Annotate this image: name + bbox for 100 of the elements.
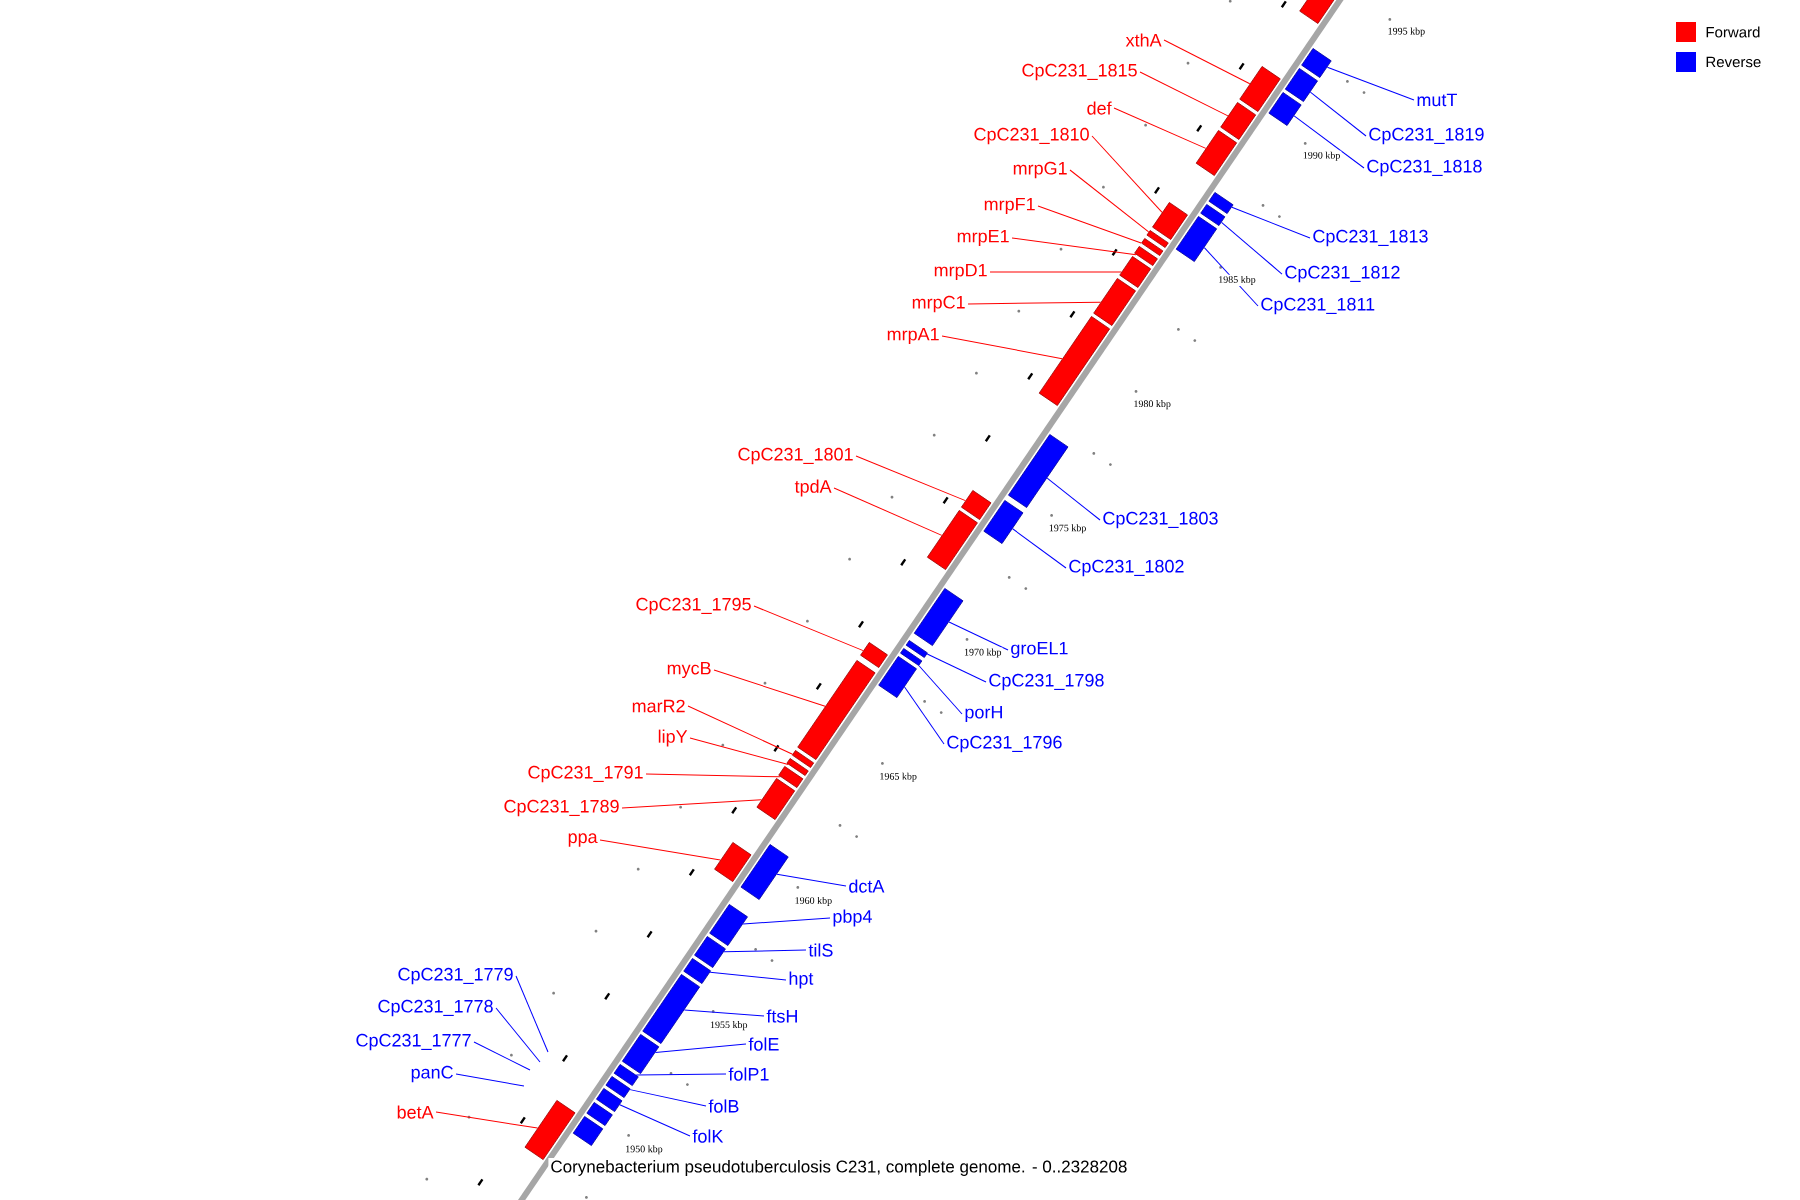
leader-line <box>713 669 826 707</box>
leader-line <box>435 1111 539 1129</box>
leader-line <box>1011 237 1137 256</box>
gene-label: mrpE1 <box>957 229 1009 247</box>
gene-label: mrpF1 <box>984 197 1035 215</box>
gene-block <box>1268 92 1302 126</box>
gene-label: CpC231_1818 <box>1367 159 1482 177</box>
leader-line <box>948 621 1009 651</box>
leader-line <box>1069 169 1150 233</box>
gene-block <box>900 648 923 666</box>
leader-line <box>709 971 787 981</box>
gene-block <box>1141 238 1164 256</box>
gene-block <box>1038 316 1111 406</box>
gene-label: CpC231_1779 <box>398 967 513 985</box>
gene-block <box>778 766 804 788</box>
gene-block <box>860 642 888 668</box>
gene-block <box>1195 130 1238 176</box>
leader-line <box>683 1009 765 1017</box>
gene-label: panC <box>411 1065 453 1083</box>
gene-block <box>878 656 917 698</box>
gene-block <box>596 1088 623 1112</box>
gene-label: folE <box>748 1037 779 1051</box>
gene-block <box>1175 216 1218 262</box>
gene-label: CpC231_1791 <box>528 765 643 783</box>
gene-block <box>622 1034 660 1074</box>
gene-block <box>1301 48 1332 78</box>
gene-block <box>1200 204 1226 226</box>
leader-line <box>1012 528 1067 569</box>
leader-line <box>918 665 963 715</box>
gene-label: CpC231_1803 <box>1103 511 1218 529</box>
gene-label: folB <box>708 1099 739 1113</box>
leader-line <box>1326 66 1415 101</box>
leader-line <box>1203 247 1259 307</box>
gene-label: CpC231_1819 <box>1369 127 1484 145</box>
gene-block <box>913 588 964 646</box>
gene-label: CpC231_1795 <box>636 597 751 615</box>
gene-label: hpt <box>789 971 814 989</box>
gene-block <box>709 904 748 946</box>
leader-line <box>904 686 945 745</box>
gene-label: mrpA1 <box>887 327 939 345</box>
leader-line <box>776 873 847 887</box>
leader-line <box>689 737 789 765</box>
leader-line <box>1293 115 1365 169</box>
leader-line <box>1037 205 1142 244</box>
leader-line <box>753 605 864 652</box>
gene-label: def <box>1087 101 1112 115</box>
gene-label: folK <box>692 1129 724 1143</box>
gene-label: tpdA <box>794 479 832 497</box>
leader-line <box>855 455 966 502</box>
gene-label: CpC231_1789 <box>504 799 619 817</box>
gene-block <box>613 1064 639 1086</box>
leader-line <box>989 271 1122 273</box>
leader-line <box>1163 39 1251 85</box>
gene-label: CpC231_1812 <box>1285 265 1400 283</box>
gene-block <box>1208 192 1234 214</box>
leader-line <box>654 1043 747 1054</box>
gene-label: mycB <box>667 661 711 679</box>
leader-line <box>1221 221 1283 275</box>
leader-line <box>621 799 762 809</box>
gene-block <box>586 1102 613 1126</box>
gene-label: xthA <box>1125 33 1162 47</box>
leader-line <box>687 705 793 755</box>
gene-label: CpC231_1802 <box>1069 559 1184 577</box>
gene-block <box>927 510 978 570</box>
gene-block <box>1146 230 1169 248</box>
leader-line <box>833 487 943 536</box>
gene-label: pbp4 <box>833 909 872 927</box>
gene-label: mutT <box>1417 93 1457 107</box>
leader-line <box>723 949 807 953</box>
gene-block <box>1152 202 1188 240</box>
leader-line <box>619 1104 691 1137</box>
gene-label: groEL1 <box>1011 641 1068 659</box>
gene-label: CpC231_1777 <box>356 1033 471 1051</box>
gene-label: mrpD1 <box>934 263 987 281</box>
gene-block <box>524 1100 576 1160</box>
gene-label: dctA <box>849 879 885 893</box>
leader-line <box>1139 71 1229 117</box>
gene-block <box>1134 246 1158 266</box>
gene-label: CpC231_1810 <box>974 127 1089 145</box>
gene-block <box>740 844 789 900</box>
gene-block <box>756 778 796 820</box>
gene-block <box>1093 278 1136 326</box>
gene-block <box>642 974 700 1044</box>
gene-label: CpC231_1811 <box>1261 297 1375 315</box>
gene-block <box>694 936 726 968</box>
gene-label: porH <box>965 705 1002 723</box>
gene-label: CpC231_1798 <box>989 673 1104 691</box>
gene-block <box>1299 0 1336 24</box>
gene-label: CpC231_1801 <box>738 447 853 465</box>
gene-label: folP1 <box>728 1067 769 1081</box>
gene-block <box>1008 434 1069 508</box>
gene-block <box>1239 66 1281 112</box>
gene-block <box>605 1076 631 1098</box>
gene-label: mrpC1 <box>912 295 965 313</box>
gene-block <box>983 500 1024 544</box>
gene-block <box>961 490 992 520</box>
leader-line <box>455 1073 525 1087</box>
leader-line <box>473 1041 531 1071</box>
leader-line <box>599 839 721 861</box>
gene-block <box>1220 102 1257 140</box>
